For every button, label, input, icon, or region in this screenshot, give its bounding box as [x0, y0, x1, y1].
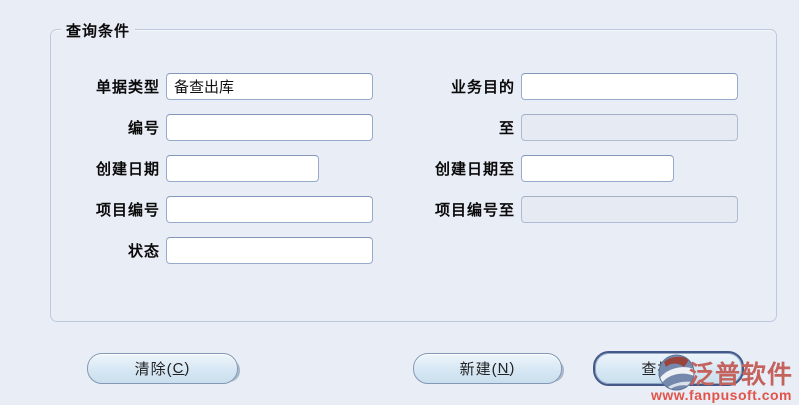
new-button[interactable]: 新建(N) — [413, 353, 562, 384]
clear-button[interactable]: 清除(C) — [87, 353, 238, 384]
business-purpose-label: 业务目的 — [450, 79, 515, 96]
project-number-to-input — [521, 196, 738, 223]
doc-type-label: 单据类型 — [95, 79, 160, 96]
new-button-label: 新建( — [459, 361, 498, 378]
business-purpose-input[interactable] — [521, 73, 738, 100]
create-date-label: 创建日期 — [95, 161, 160, 178]
field-row-create-date: 创建日期 — [56, 155, 319, 182]
project-number-input[interactable] — [166, 196, 373, 223]
doc-type-input[interactable] — [166, 73, 373, 100]
field-row-project-number: 项目编号 — [56, 196, 373, 223]
number-label: 编号 — [127, 120, 160, 137]
field-row-number-to: 至 — [395, 114, 738, 141]
create-date-input[interactable] — [166, 155, 319, 182]
new-mnemonic: N — [497, 360, 510, 377]
project-number-to-label: 项目编号至 — [434, 202, 515, 219]
number-to-label: 至 — [498, 120, 515, 137]
clear-button-label: 清除( — [134, 361, 173, 378]
field-row-create-date-to: 创建日期至 — [395, 155, 674, 182]
clear-mnemonic: C — [172, 360, 185, 377]
create-date-to-input[interactable] — [521, 155, 674, 182]
number-input[interactable] — [166, 114, 373, 141]
status-input[interactable] — [166, 237, 373, 264]
panel-legend: 查询条件 — [61, 20, 136, 41]
project-number-label: 项目编号 — [95, 202, 160, 219]
query-conditions-panel: 查询条件 — [50, 20, 777, 322]
status-label: 状态 — [127, 243, 160, 260]
watermark-brand-text: 泛普软件 — [688, 361, 793, 389]
field-row-status: 状态 — [56, 237, 373, 264]
field-row-project-number-to: 项目编号至 — [395, 196, 738, 223]
create-date-to-label: 创建日期至 — [434, 161, 515, 178]
field-row-business-purpose: 业务目的 — [395, 73, 738, 100]
number-to-input — [521, 114, 738, 141]
field-row-doc-type: 单据类型 — [56, 73, 373, 100]
fanpu-logo-icon — [658, 354, 695, 391]
field-row-number: 编号 — [56, 114, 373, 141]
watermark-url-text: www.fanpusoft.com — [651, 387, 792, 403]
